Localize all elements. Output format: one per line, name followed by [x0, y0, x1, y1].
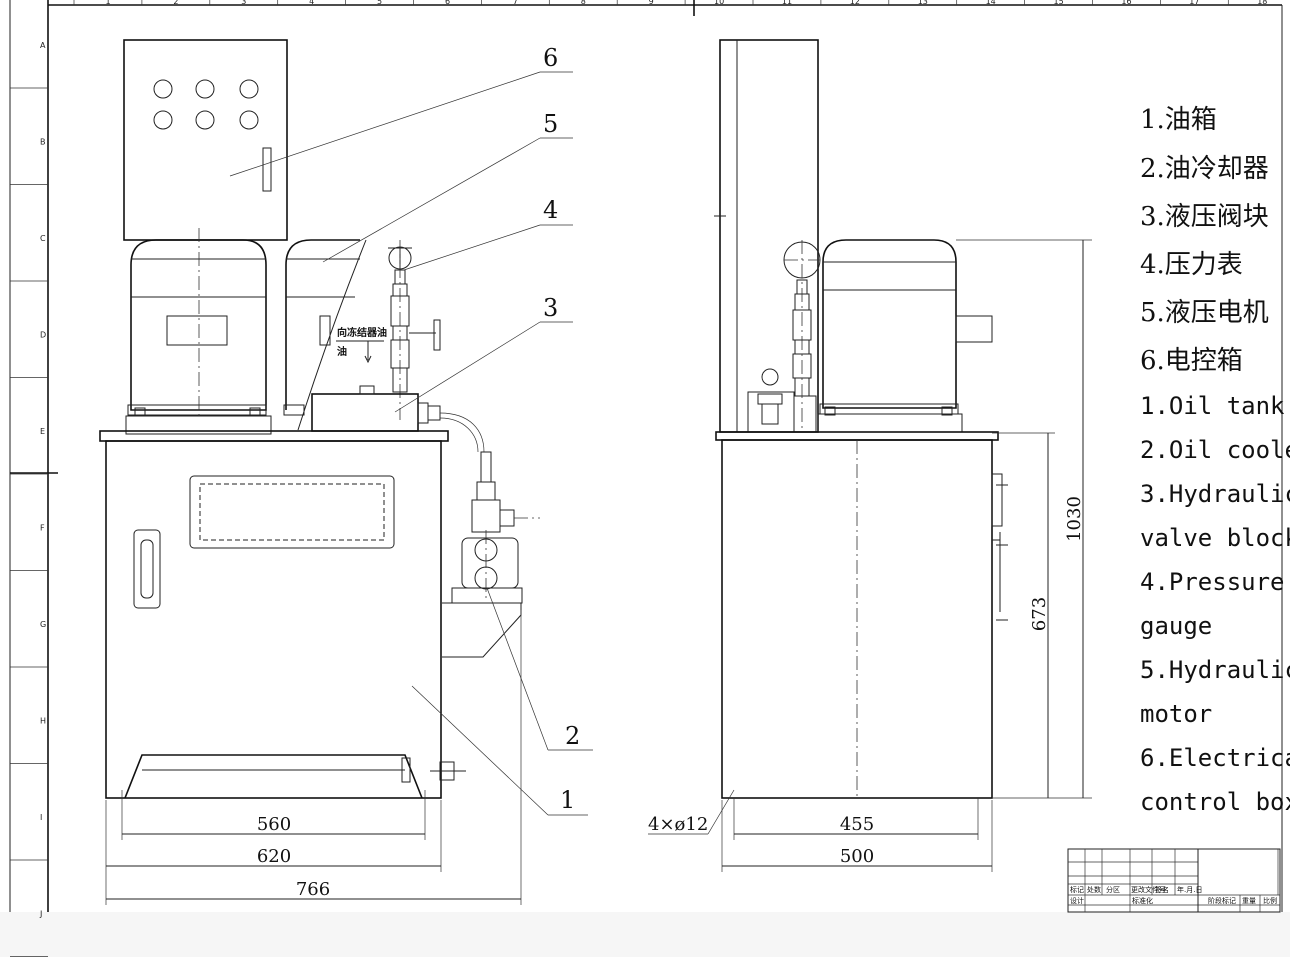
- column-zone-label: 2: [173, 0, 178, 6]
- column-zone-label: 11: [782, 0, 792, 6]
- dim-673: 673: [1029, 597, 1050, 631]
- column-zone-label: 6: [445, 0, 450, 6]
- row-zone-label: D: [40, 331, 46, 340]
- balloon-4: 4: [543, 196, 558, 224]
- front-view: 向冻结器油 油: [99, 39, 593, 905]
- column-zone-label: 4: [309, 0, 314, 6]
- row-zone-label: B: [40, 138, 46, 147]
- row-zone-label: H: [40, 717, 46, 726]
- balloon-3: 3: [543, 294, 558, 322]
- legend-cn-6: 6.电控箱: [1140, 346, 1243, 376]
- row-zone-label: C: [40, 234, 46, 243]
- legend-cn-2: 2.油冷却器: [1140, 154, 1269, 184]
- pipe-note-text-2: 油: [337, 345, 347, 358]
- front-dimensions: 560 620 766: [105, 610, 522, 905]
- pipe-note: 向冻结器油 油: [336, 326, 387, 364]
- hydraulic-motor-right: [283, 239, 367, 431]
- row-zone-label: E: [40, 427, 45, 436]
- tb-mark: 标记: [1070, 885, 1084, 894]
- valve-block: [311, 385, 485, 453]
- column-zone-label: 17: [1189, 0, 1199, 6]
- column-zone-label: 9: [649, 0, 654, 6]
- dim-560: 560: [257, 814, 291, 835]
- tb-scale: 比例: [1263, 896, 1277, 905]
- balloon-2: 2: [565, 722, 580, 750]
- column-zone-label: 5: [377, 0, 382, 6]
- pipe-note-text-1: 向冻结器油: [337, 326, 387, 339]
- valve-stack: [390, 240, 441, 420]
- side-view: 1030 673 455 500 4×ø12: [648, 39, 1092, 872]
- holes-note: 4×ø12: [648, 814, 708, 835]
- dim-500: 500: [840, 846, 874, 867]
- legend-en-3: 3.Hydraulic: [1140, 480, 1290, 508]
- tb-zone: 分区: [1106, 885, 1120, 894]
- tb-change-doc: 更改文件号: [1131, 885, 1166, 894]
- column-zone-label: 1: [105, 0, 110, 6]
- legend-en-6b: control box: [1140, 788, 1290, 816]
- column-zone-label: 12: [850, 0, 860, 6]
- tb-sign: 签名: [1155, 885, 1169, 894]
- side-control-box: [714, 39, 819, 433]
- leader-lines: [229, 71, 593, 816]
- oil-cooler: [442, 451, 540, 658]
- column-zone-label: 15: [1054, 0, 1064, 6]
- column-zone-label: 7: [513, 0, 518, 6]
- column-zone-label: 16: [1121, 0, 1131, 6]
- legend-en-5: 5.Hydraulic: [1140, 656, 1290, 684]
- electric-control-box: [123, 39, 288, 241]
- legend-en-3b: valve block: [1140, 524, 1290, 552]
- dim-620: 620: [257, 846, 291, 867]
- tb-count: 处数: [1087, 885, 1101, 894]
- side-gauge-valves: [747, 240, 821, 433]
- column-zone-label: 10: [714, 0, 724, 6]
- legend-en-2: 2.Oil cooler: [1140, 436, 1290, 464]
- column-zone-label: 3: [241, 0, 246, 6]
- row-zone-label: F: [40, 524, 45, 533]
- tb-design: 设计: [1070, 896, 1084, 905]
- side-dimensions: 1030 673 455 500 4×ø12: [648, 239, 1092, 872]
- tb-date: 年.月.日: [1177, 885, 1202, 894]
- legend-cn-5: 5.液压电机: [1140, 298, 1269, 328]
- title-block: 标记 处数 分区 更改文件号 签名 年.月.日 设计 标准化 阶段标记 重量 比…: [1067, 848, 1281, 913]
- legend-en-4: 4.Pressure: [1140, 568, 1285, 596]
- balloon-5: 5: [543, 110, 558, 138]
- column-zone-label: 13: [918, 0, 928, 6]
- parts-legend: 1.油箱 2.油冷却器 3.液压阀块 4.压力表 5.液压电机 6.电控箱 1.…: [1140, 105, 1290, 816]
- row-zone-label: J: [39, 910, 42, 919]
- column-zone-label: 14: [986, 0, 996, 6]
- dim-455: 455: [840, 814, 874, 835]
- tb-standard: 标准化: [1132, 896, 1153, 905]
- row-zone-label: G: [40, 620, 46, 629]
- oil-tank: [99, 430, 466, 799]
- legend-en-4b: gauge: [1140, 612, 1212, 640]
- side-oil-tank: [715, 431, 1008, 800]
- legend-en-6: 6.Electrical: [1140, 744, 1290, 772]
- legend-en-1: 1.Oil tank: [1140, 392, 1285, 420]
- legend-en-5b: motor: [1140, 700, 1212, 728]
- dim-1030: 1030: [1064, 496, 1085, 542]
- side-motor: [817, 239, 993, 433]
- column-zone-labels: 12345678910111213141516171819: [73, 0, 1267, 6]
- balloon-6: 6: [543, 44, 558, 72]
- column-zone-label: 8: [581, 0, 586, 6]
- dim-766: 766: [296, 879, 330, 900]
- legend-cn-1: 1.油箱: [1140, 105, 1217, 135]
- tb-weight: 重量: [1242, 897, 1256, 905]
- row-zone-label: A: [40, 41, 46, 50]
- column-zone-label: 18: [1257, 0, 1267, 6]
- hydraulic-motor-left: [125, 228, 272, 435]
- tb-stage: 阶段标记: [1208, 896, 1236, 905]
- balloon-1: 1: [560, 786, 575, 814]
- legend-cn-3: 3.液压阀块: [1140, 202, 1269, 232]
- row-zone-label: I: [40, 813, 42, 822]
- legend-cn-4: 4.压力表: [1140, 250, 1243, 280]
- row-zone-labels: A B C D E F G H I J: [10, 41, 48, 957]
